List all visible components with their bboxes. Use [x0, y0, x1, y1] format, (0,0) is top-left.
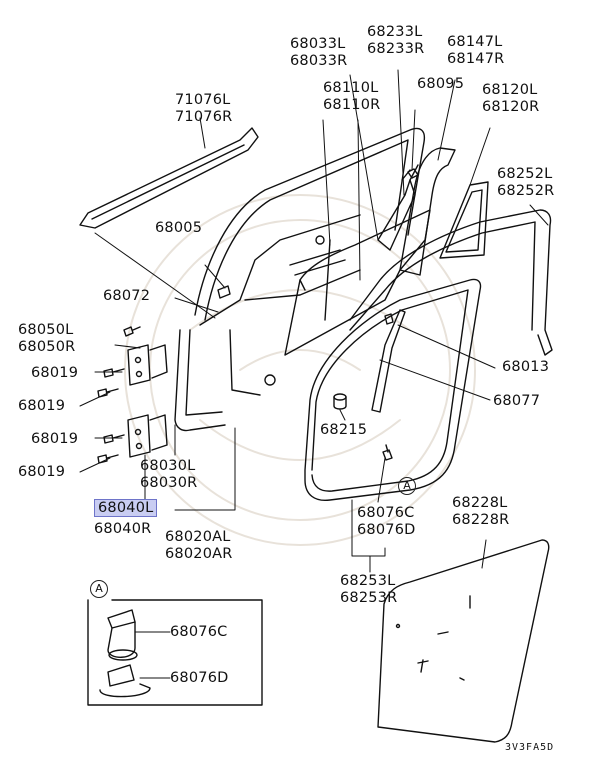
- door-frame-68033: [175, 129, 424, 431]
- label-68013: 68013: [502, 359, 550, 375]
- plug-68215: [334, 394, 346, 409]
- door-weatherstrip-68253: [305, 279, 481, 500]
- detail-label-68076c: 68076C: [170, 624, 228, 640]
- clip-68076: [383, 445, 392, 460]
- highlighted-part-68040L[interactable]: 68040L: [94, 499, 158, 517]
- watermark-seal: [125, 195, 475, 545]
- window-channel-68233: [378, 170, 415, 250]
- window-channel-68147: [400, 148, 455, 275]
- beltline-molding-71076: [80, 118, 258, 318]
- label-68019-d: 68019: [18, 464, 66, 480]
- detail-a-marker: A: [90, 580, 108, 598]
- callout-a-marker: A: [398, 477, 416, 495]
- label-68019-c: 68019: [31, 431, 79, 447]
- label-68072: 68072: [103, 288, 151, 304]
- quarter-glass-68120: [440, 182, 488, 258]
- label-68095: 68095: [417, 76, 465, 92]
- upper-hinge-68050: [128, 345, 167, 385]
- bolts-68019: [98, 369, 124, 463]
- weatherstrip-68252: [350, 210, 552, 355]
- detail-a-box: [88, 600, 262, 705]
- clip-68072: [124, 327, 140, 336]
- label-68019-b: 68019: [18, 398, 66, 414]
- label-68040: 68040L 68040R: [94, 499, 158, 538]
- label-68215: 68215: [320, 422, 368, 438]
- lower-hinge-68040: [128, 415, 167, 457]
- trim-panel-68228: [378, 540, 549, 742]
- door-glass-68110: [285, 210, 430, 355]
- detail-label-68076d: 68076D: [170, 670, 229, 686]
- run-channel-68077: [372, 310, 405, 412]
- label-68005: 68005: [155, 220, 203, 236]
- label-68019-a: 68019: [31, 365, 79, 381]
- label-68077: 68077: [493, 393, 541, 409]
- diagram-code: 3V3FA5D: [505, 742, 555, 753]
- clip-68013: [385, 314, 393, 324]
